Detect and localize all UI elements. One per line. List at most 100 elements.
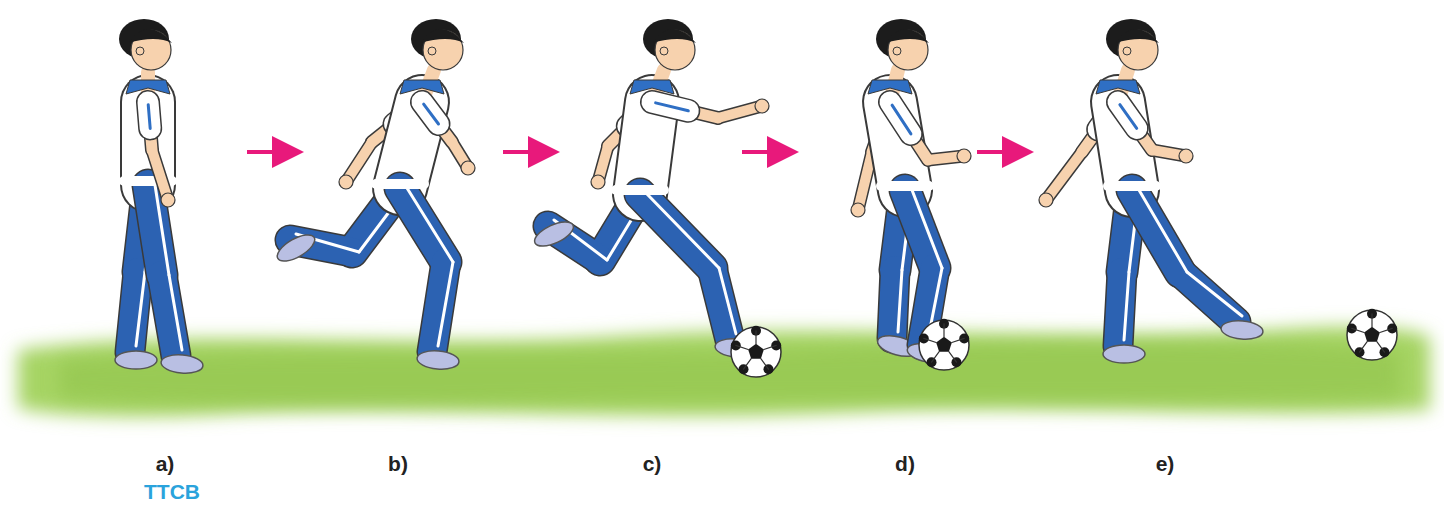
shirt-hem — [376, 179, 424, 189]
soccer-ball — [731, 326, 781, 377]
ball-outline — [731, 327, 781, 377]
sleeve-outline — [890, 102, 911, 134]
arm-outline — [148, 102, 152, 150]
arm-outline — [1118, 102, 1152, 150]
trouser-stripe — [647, 194, 719, 268]
trouser-stripe — [1139, 190, 1187, 272]
arm-outline — [1046, 152, 1082, 200]
trouser-stripe — [1124, 272, 1129, 340]
player-figures — [115, 19, 1397, 377]
trouser-stripe — [898, 270, 902, 332]
fringe — [652, 29, 696, 43]
sleeve-stripe — [424, 104, 439, 124]
hand — [1179, 149, 1193, 163]
sleeve — [148, 102, 150, 128]
soccer-ball — [1347, 309, 1397, 360]
player-figure — [531, 19, 769, 359]
trouser-stripe — [912, 190, 942, 268]
shirt-hem — [616, 185, 664, 195]
ball-seam — [1380, 328, 1392, 332]
arm-outline — [890, 102, 928, 160]
ball-seam — [943, 324, 944, 337]
leg-outline — [892, 270, 895, 338]
ear — [660, 47, 668, 55]
shirt-hem — [881, 181, 929, 191]
sleeve-outline — [1118, 102, 1137, 128]
arm — [652, 102, 718, 118]
sleeve — [890, 102, 911, 134]
trouser-stripe — [169, 275, 182, 350]
ball-seam — [1377, 342, 1385, 353]
soccer-ball — [919, 319, 969, 370]
leg-outline — [1180, 272, 1236, 322]
fringe — [128, 29, 172, 43]
leg-outline — [1118, 272, 1122, 346]
ball-seam — [924, 338, 936, 342]
sleeve — [422, 102, 439, 124]
ear — [136, 47, 144, 55]
ball-patch — [748, 344, 764, 359]
sleeve-stripe — [1120, 105, 1137, 129]
trouser-leg — [1118, 272, 1122, 346]
fringe — [420, 29, 464, 43]
arm — [890, 102, 928, 160]
ball-seam — [1371, 314, 1372, 327]
ball-seam — [1352, 328, 1364, 332]
hand — [1039, 193, 1053, 207]
sleeve-stripe — [148, 105, 150, 129]
arm — [148, 102, 152, 150]
leg-outline — [162, 275, 176, 356]
sleeve-outline — [148, 102, 150, 128]
hand — [755, 99, 769, 113]
ball-outline — [919, 320, 969, 370]
sleeve-outline — [422, 102, 439, 124]
step-label: d) — [895, 452, 915, 476]
fringe — [1115, 29, 1159, 43]
ear — [1123, 47, 1131, 55]
arm — [1046, 152, 1082, 200]
hand — [161, 193, 175, 207]
trouser-stripe — [438, 262, 453, 346]
player-figure — [851, 19, 971, 366]
ear — [428, 47, 436, 55]
trouser-stripe — [1187, 272, 1242, 316]
step-label: a) — [156, 452, 175, 476]
ear — [893, 47, 901, 55]
ball-seam — [1360, 342, 1368, 353]
hand — [957, 149, 971, 163]
shoe — [160, 353, 203, 375]
arm-outline — [652, 102, 718, 118]
grass-ground — [18, 327, 1430, 417]
sequence-arrow — [247, 150, 292, 154]
ball-seam — [761, 359, 769, 370]
shoe — [115, 351, 157, 369]
arm-outline — [858, 152, 872, 210]
trouser-stripe — [407, 188, 453, 262]
fringe — [885, 29, 929, 43]
shirt-hem — [1108, 181, 1156, 191]
arm-outline — [152, 150, 168, 200]
trouser-stripe — [719, 268, 736, 334]
trouser-leg — [640, 194, 712, 268]
trouser-leg — [892, 270, 895, 338]
sleeve-stripe — [656, 103, 689, 111]
sequence-arrow — [742, 150, 787, 154]
trouser-stripe — [136, 272, 145, 346]
arm — [1118, 102, 1152, 150]
phase-label: TTCB — [144, 480, 200, 504]
ball-seam — [755, 331, 756, 344]
ball-seam — [744, 359, 752, 370]
player-figure — [273, 19, 475, 371]
sleeve — [1118, 102, 1137, 128]
ball-patch — [936, 337, 952, 352]
trouser-leg — [1180, 272, 1236, 322]
ball-seam — [952, 338, 964, 342]
sleeve-outline — [652, 102, 688, 111]
ball-seam — [736, 345, 748, 349]
shoe — [531, 217, 577, 251]
leg-outline — [1132, 190, 1180, 272]
ball-outline — [1347, 310, 1397, 360]
leg-outline — [640, 194, 712, 268]
shoe — [1103, 345, 1145, 363]
